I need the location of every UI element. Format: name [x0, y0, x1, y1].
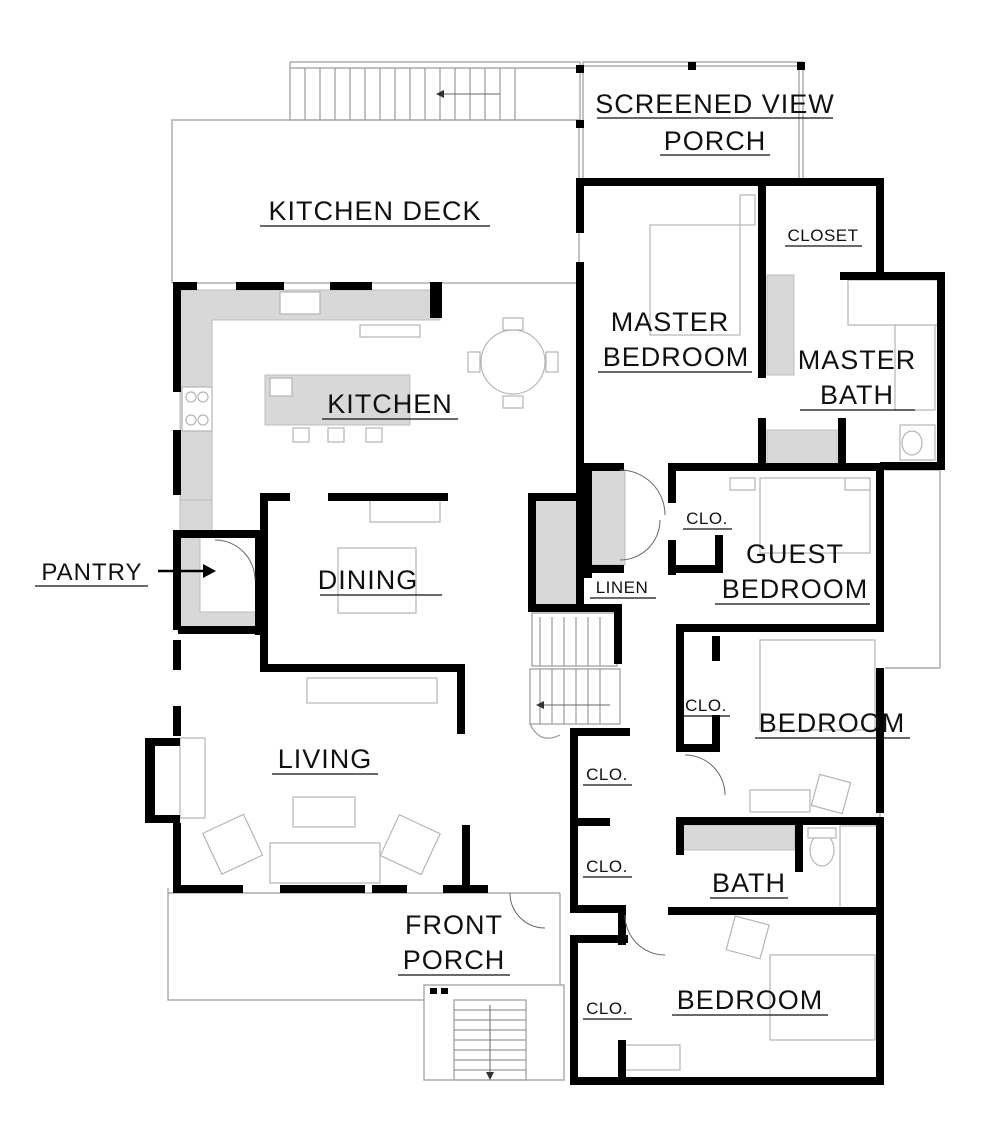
walls: [145, 62, 945, 1085]
label-screened-porch-1: SCREENED VIEW: [595, 89, 835, 119]
label-linen: LINEN: [596, 578, 649, 597]
door-swings: [214, 469, 726, 956]
label-front-porch-2: PORCH: [403, 945, 506, 975]
label-clo-hall1: CLO.: [586, 765, 628, 784]
label-bath: BATH: [712, 868, 786, 898]
pantry-arrow: [158, 564, 216, 578]
label-guest-bedroom-2: BEDROOM: [722, 574, 869, 604]
label-clo-bedroom2: CLO.: [586, 999, 628, 1018]
label-dining: DINING: [318, 565, 419, 595]
label-guest-bedroom-1: GUEST: [746, 539, 844, 569]
label-clo-bedroom1: CLO.: [685, 696, 727, 715]
label-screened-porch-2: PORCH: [664, 126, 767, 156]
label-master-bedroom-1: MASTER: [611, 307, 730, 337]
label-living: LIVING: [278, 744, 373, 774]
label-bedroom1: BEDROOM: [759, 708, 906, 738]
room-labels: SCREENED VIEW PORCH KITCHEN DECK MASTER …: [35, 89, 917, 1020]
label-bedroom2: BEDROOM: [677, 985, 824, 1015]
label-master-bedroom-2: BEDROOM: [603, 342, 750, 372]
label-master-bath-2: BATH: [820, 380, 894, 410]
label-front-porch-1: FRONT: [405, 910, 503, 940]
label-pantry: PANTRY: [41, 559, 142, 586]
label-closet: CLOSET: [787, 226, 858, 245]
label-clo-hall2: CLO.: [586, 857, 628, 876]
label-kitchen: KITCHEN: [327, 389, 453, 419]
fixtures: [177, 274, 838, 851]
label-master-bath-1: MASTER: [798, 345, 917, 375]
label-kitchen-deck: KITCHEN DECK: [268, 196, 481, 226]
furniture: [179, 194, 939, 1071]
label-clo-guest: CLO.: [686, 509, 728, 528]
